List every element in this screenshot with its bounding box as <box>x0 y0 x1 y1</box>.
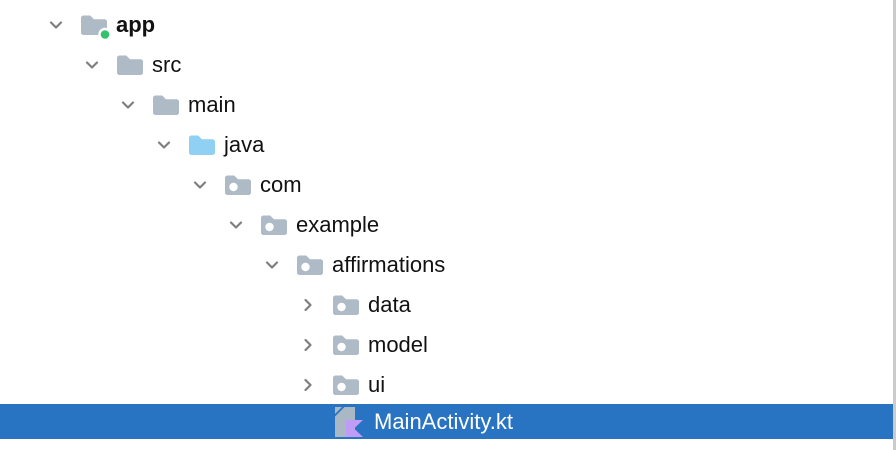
module-folder-icon <box>80 13 112 42</box>
tree-item-label: src <box>152 52 182 77</box>
tree-row-main[interactable]: main <box>0 85 236 125</box>
package-icon <box>260 213 288 237</box>
package-icon <box>224 173 252 197</box>
tree-item-label: main <box>188 92 236 117</box>
folder-icon <box>116 53 144 77</box>
chevron-down-icon[interactable] <box>118 95 138 115</box>
package-icon <box>332 333 360 357</box>
chevron-down-icon[interactable] <box>46 15 66 35</box>
chevron-down-icon[interactable] <box>262 255 282 275</box>
tree-row-example[interactable]: example <box>0 205 379 245</box>
package-icon <box>332 373 360 397</box>
chevron-down-icon[interactable] <box>190 175 210 195</box>
tree-item-label: app <box>116 12 156 37</box>
tree-item-label: data <box>368 292 411 317</box>
tree-row-src[interactable]: src <box>0 45 181 85</box>
tree-item-label: java <box>224 132 265 157</box>
tree-row-data[interactable]: data <box>0 285 411 325</box>
tree-item-label: MainActivity.kt <box>374 408 513 434</box>
chevron-down-icon[interactable] <box>226 215 246 235</box>
chevron-right-icon[interactable] <box>298 335 318 355</box>
panel-right-border <box>893 0 896 450</box>
tree-item-label: affirmations <box>332 252 446 277</box>
chevron-right-icon[interactable] <box>298 375 318 395</box>
chevron-right-icon[interactable] <box>298 295 318 315</box>
chevron-down-icon[interactable] <box>82 55 102 75</box>
tree-row-com[interactable]: com <box>0 165 302 205</box>
package-icon <box>332 293 360 317</box>
chevron-spacer <box>298 412 318 432</box>
tree-item-label: model <box>368 332 428 357</box>
tree-row-java[interactable]: java <box>0 125 264 165</box>
folder-icon <box>152 93 180 117</box>
tree-item-label: com <box>260 172 302 197</box>
chevron-down-icon[interactable] <box>154 135 174 155</box>
kotlin-file-icon <box>332 405 366 439</box>
tree-row-app[interactable]: app <box>0 5 155 45</box>
tree-row-affirmations[interactable]: affirmations <box>0 245 445 285</box>
tree-row-model[interactable]: model <box>0 325 428 365</box>
package-icon <box>296 253 324 277</box>
source-folder-icon <box>188 133 216 157</box>
tree-row-mainactivity-kt[interactable]: MainActivity.kt <box>0 404 896 439</box>
tree-item-label: example <box>296 212 380 237</box>
tree-item-label: ui <box>368 372 386 397</box>
tree-row-ui[interactable]: ui <box>0 365 385 405</box>
